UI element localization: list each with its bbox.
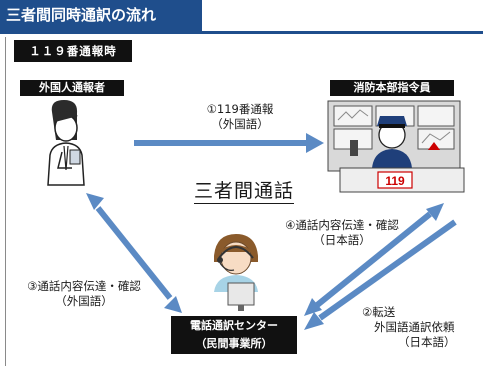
step2-title: ②転送 <box>362 305 396 319</box>
step1-language: （外国語） <box>211 117 269 131</box>
step2-request: 外国語通訳依頼 <box>374 320 455 334</box>
step3-language: （外国語） <box>55 294 113 308</box>
three-way-call-text: 三者間通話 <box>194 180 295 204</box>
arrow-step1 <box>134 133 324 153</box>
center-label-name: 電話通訳センター <box>190 319 278 332</box>
step3-title: ③通話内容伝達・確認 <box>27 279 141 293</box>
step3-text: ③通話内容伝達・確認 （外国語） <box>14 279 154 309</box>
arrow-step3 <box>86 193 182 313</box>
caller-icon <box>47 100 85 186</box>
dispatcher-label: 消防本部指令員 <box>330 80 454 96</box>
sign-number: 119 <box>385 174 405 188</box>
three-way-call-label: 三者間通話 <box>194 176 295 204</box>
center-label: 電話通訳センター （民間事業所） <box>171 316 297 354</box>
interpreter-icon <box>214 234 258 311</box>
step4-language: （日本語） <box>313 233 371 247</box>
diagram-frame <box>5 37 481 366</box>
center-label-type: （民間事業所） <box>195 337 273 350</box>
arrow-step2 <box>304 219 457 330</box>
title-underline <box>0 31 483 34</box>
arrow-step4 <box>304 203 444 316</box>
scenario-label: １１９番通報時 <box>14 40 132 62</box>
step4-title: ④通話内容伝達・確認 <box>285 218 399 232</box>
step2-language: （日本語） <box>398 335 456 349</box>
dispatcher-icon: 119 <box>327 100 465 193</box>
step1-title: ①119番通報 <box>206 102 274 116</box>
step2-text: ②転送 外国語通訳依頼 （日本語） <box>358 305 482 350</box>
caller-label: 外国人通報者 <box>20 80 124 96</box>
page-title: 三者間同時通訳の流れ <box>0 0 202 31</box>
step1-text: ①119番通報 （外国語） <box>180 102 300 132</box>
step4-text: ④通話内容伝達・確認 （日本語） <box>272 218 412 248</box>
